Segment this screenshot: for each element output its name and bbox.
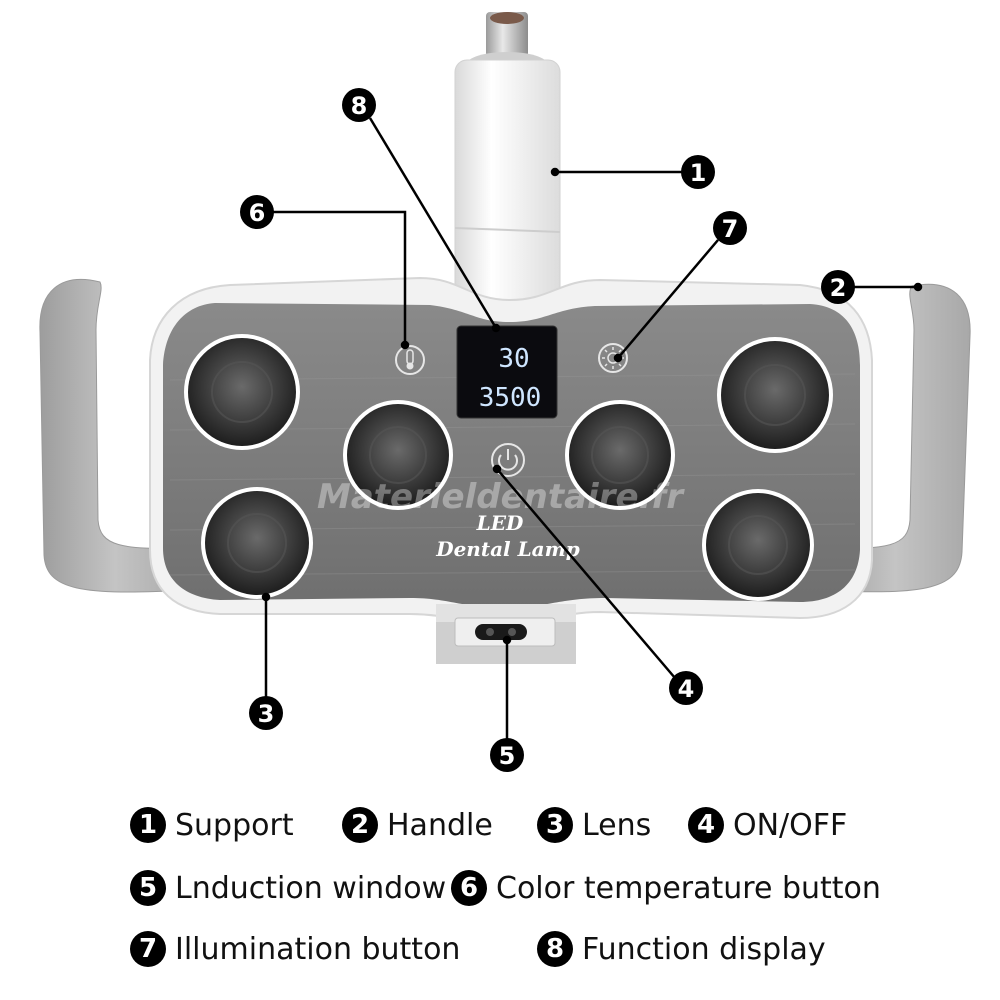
legend-label: Support xyxy=(175,807,294,843)
callout-1: 1 xyxy=(681,155,715,189)
callout-5: 5 xyxy=(490,738,524,772)
support-seam xyxy=(454,227,561,233)
svg-text:5: 5 xyxy=(499,742,516,770)
callout-7: 7 xyxy=(713,211,747,245)
legend: 1 Support 2 Handle 3 Lens 4 ON/OFF 5 Lnd… xyxy=(0,795,1000,1000)
lamp-text-dental: Dental Lamp xyxy=(435,537,580,561)
legend-badge: 6 xyxy=(451,870,487,906)
thermometer-icon xyxy=(395,345,425,375)
lamp-panel xyxy=(163,303,860,608)
legend-item-on-off: 4 ON/OFF xyxy=(688,803,847,847)
svg-text:7: 7 xyxy=(722,215,739,243)
legend-label: Illumination button xyxy=(175,931,461,967)
lens-top-left xyxy=(184,334,300,450)
legend-badge: 1 xyxy=(130,807,166,843)
legend-label: ON/OFF xyxy=(733,807,848,843)
legend-item-induction-window: 5 Lnduction window xyxy=(130,866,446,910)
lamp-text-led: LED xyxy=(476,511,524,535)
svg-text:1: 1 xyxy=(690,159,707,187)
callout-3: 3 xyxy=(249,696,283,730)
handle-left xyxy=(39,278,191,593)
legend-item-lens: 3 Lens xyxy=(537,803,651,847)
lens-top-right xyxy=(717,337,833,453)
svg-text:3: 3 xyxy=(258,700,275,728)
watermark: Materieldentaire.fr xyxy=(317,477,685,517)
svg-text:6: 6 xyxy=(249,199,266,227)
legend-label: Color temperature button xyxy=(496,870,881,906)
lamp-diagram: 30 3500 LED Dental Lamp Materieldentaire… xyxy=(39,12,971,772)
legend-badge: 4 xyxy=(688,807,724,843)
support-post xyxy=(454,12,561,306)
legend-item-support: 1 Support xyxy=(130,803,294,847)
lamp-illustration: 30 3500 LED Dental Lamp Materieldentaire… xyxy=(39,12,971,772)
function-display: 30 3500 xyxy=(456,325,558,419)
legend-label: Lnduction window xyxy=(175,870,447,906)
callout-4: 4 xyxy=(669,671,703,705)
callout-8: 8 xyxy=(342,88,376,122)
lens-inner-left xyxy=(343,400,453,510)
legend-label: Handle xyxy=(387,807,493,843)
support-connector-cap xyxy=(490,12,524,24)
callout-lines xyxy=(261,117,923,740)
callout-6: 6 xyxy=(240,195,274,229)
lens-bottom-right xyxy=(702,489,814,601)
display-line-1: 30 xyxy=(498,344,529,374)
support-connector xyxy=(486,12,528,57)
legend-item-illumination: 7 Illumination button xyxy=(130,927,460,971)
legend-badge: 7 xyxy=(130,931,166,967)
svg-text:2: 2 xyxy=(830,274,847,302)
legend-badge: 3 xyxy=(537,807,573,843)
lens-group xyxy=(184,334,833,601)
svg-text:4: 4 xyxy=(678,675,695,703)
legend-badge: 8 xyxy=(537,931,573,967)
legend-badge: 5 xyxy=(130,870,166,906)
legend-badge: 2 xyxy=(342,807,378,843)
legend-label: Function display xyxy=(582,931,826,967)
svg-text:8: 8 xyxy=(351,92,368,120)
callout-2: 2 xyxy=(821,270,855,304)
legend-label: Lens xyxy=(582,807,652,843)
sun-icon xyxy=(598,343,628,373)
legend-item-function-display: 8 Function display xyxy=(537,927,826,971)
support-body xyxy=(454,59,561,306)
display-line-2: 3500 xyxy=(479,383,542,413)
lens-inner-right xyxy=(565,400,675,510)
legend-item-color-temperature: 6 Color temperature button xyxy=(451,866,881,910)
power-icon xyxy=(491,443,525,477)
lens-bottom-left xyxy=(201,487,313,599)
induction-window xyxy=(436,604,576,664)
legend-item-handle: 2 Handle xyxy=(342,803,493,847)
